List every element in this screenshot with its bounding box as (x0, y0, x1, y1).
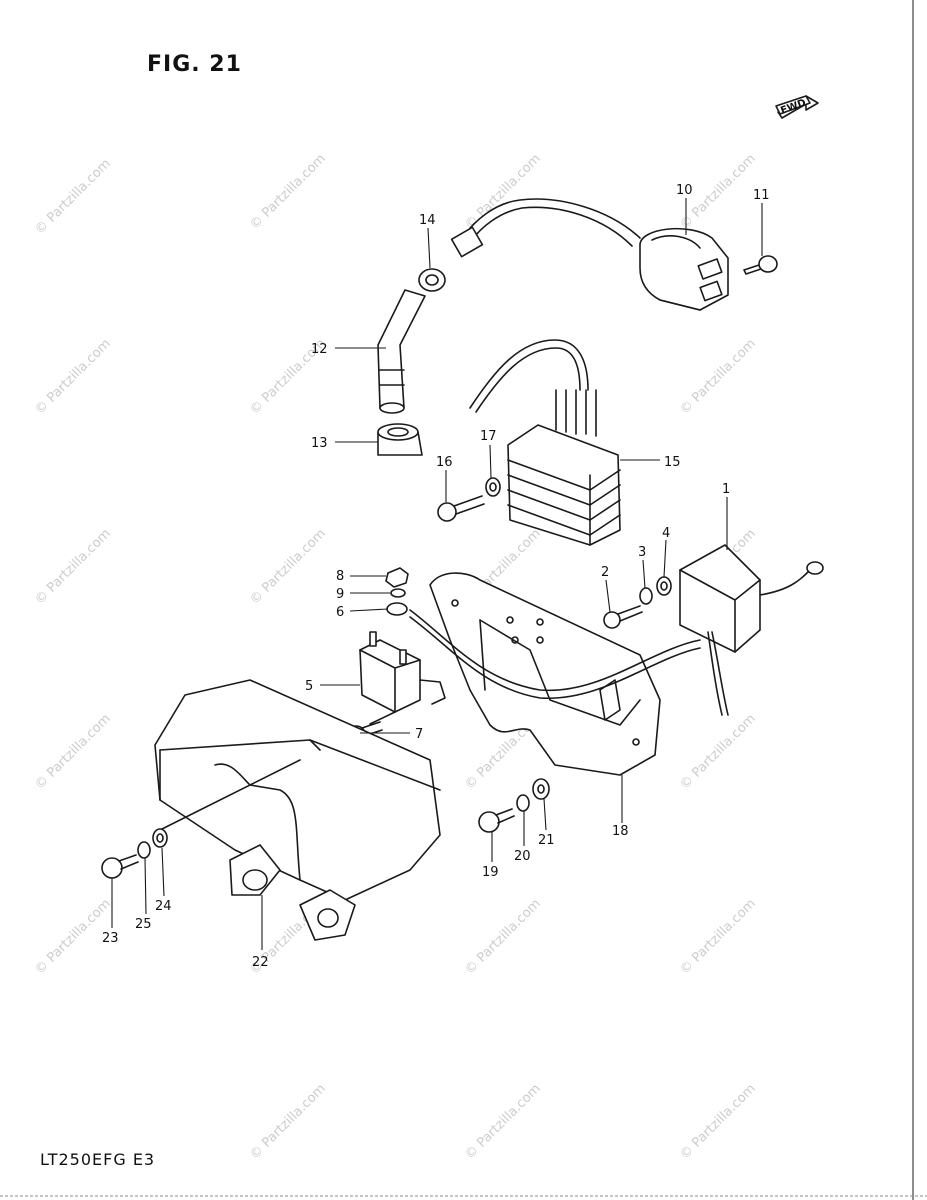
high-tension-cord (418, 198, 641, 292)
battery-washer-a (137, 841, 151, 859)
cdi-unit (679, 544, 824, 716)
callout-number: 16 (436, 455, 453, 470)
bracket-washer-a (516, 794, 530, 812)
leader-lines (111, 198, 763, 950)
figure-title: FIG. 21 (147, 52, 242, 77)
starter-relay (359, 631, 446, 725)
regulator-bolt (437, 495, 485, 522)
callout-number: 25 (135, 917, 152, 932)
regulator-washer (485, 477, 501, 497)
relay-nut (385, 567, 409, 588)
watermark: © Partzilla.com (247, 151, 329, 233)
watermark: © Partzilla.com (677, 896, 759, 978)
watermark: © Partzilla.com (462, 896, 544, 978)
cdi-washer-a (639, 587, 653, 605)
cdi-bolt (603, 605, 643, 629)
bracket-bolt (478, 808, 515, 833)
coil-screw (743, 255, 778, 275)
model-code: LT250EFG E3 (40, 1150, 156, 1169)
callout-number: 2 (601, 565, 609, 580)
callout-number: 14 (419, 213, 436, 228)
callout-number: 6 (336, 605, 344, 620)
callout-number: 8 (336, 569, 344, 584)
watermark: © Partzilla.com (32, 156, 114, 238)
watermark: © Partzilla.com (32, 711, 114, 793)
plug-cap-boot (377, 423, 423, 456)
callout-numbers: 1 2 3 4 5 6 7 8 9 10 11 12 13 14 15 16 1… (102, 183, 770, 970)
callout-number: 20 (514, 849, 531, 864)
watermark: © Partzilla.com (462, 151, 544, 233)
callout-number: 18 (612, 824, 629, 839)
forward-direction-label: FWD (779, 98, 807, 117)
watermark: © Partzilla.com (32, 526, 114, 608)
spark-plug-cap (377, 289, 426, 414)
callout-number: 23 (102, 931, 119, 946)
watermark: © Partzilla.com (462, 1081, 544, 1163)
regulator-rectifier (469, 339, 621, 546)
ignition-coil (639, 227, 729, 311)
callout-number: 9 (336, 587, 344, 602)
electrical-bracket (429, 572, 661, 776)
callout-number: 22 (252, 955, 269, 970)
callout-number: 19 (482, 865, 499, 880)
watermark: © Partzilla.com (247, 526, 329, 608)
watermark: © Partzilla.com (677, 711, 759, 793)
callout-number: 1 (722, 482, 730, 497)
callout-number: 5 (305, 679, 313, 694)
callout-number: 21 (538, 833, 555, 848)
cdi-washer-b (656, 576, 672, 596)
watermark: © Partzilla.com (32, 336, 114, 418)
watermark: © Partzilla.com (677, 336, 759, 418)
callout-number: 3 (638, 545, 646, 560)
callout-number: 12 (311, 342, 328, 357)
bracket-washer-b (532, 778, 550, 800)
callout-number: 13 (311, 436, 328, 451)
watermark: © Partzilla.com (247, 1081, 329, 1163)
battery-washer-b (152, 828, 168, 848)
battery-case (154, 679, 441, 941)
callout-number: 24 (155, 899, 172, 914)
relay-terminal (386, 602, 408, 616)
callout-number: 4 (662, 526, 670, 541)
watermark: © Partzilla.com (677, 1081, 759, 1163)
callout-number: 10 (676, 183, 693, 198)
callout-number: 11 (753, 188, 770, 203)
forward-arrow-icon: FWD (775, 95, 819, 119)
battery-bolt (101, 854, 139, 879)
callout-number: 17 (480, 429, 497, 444)
wiring-harness (409, 609, 701, 699)
callout-number: 7 (415, 727, 423, 742)
callout-number: 15 (664, 455, 681, 470)
relay-washer (390, 588, 406, 598)
